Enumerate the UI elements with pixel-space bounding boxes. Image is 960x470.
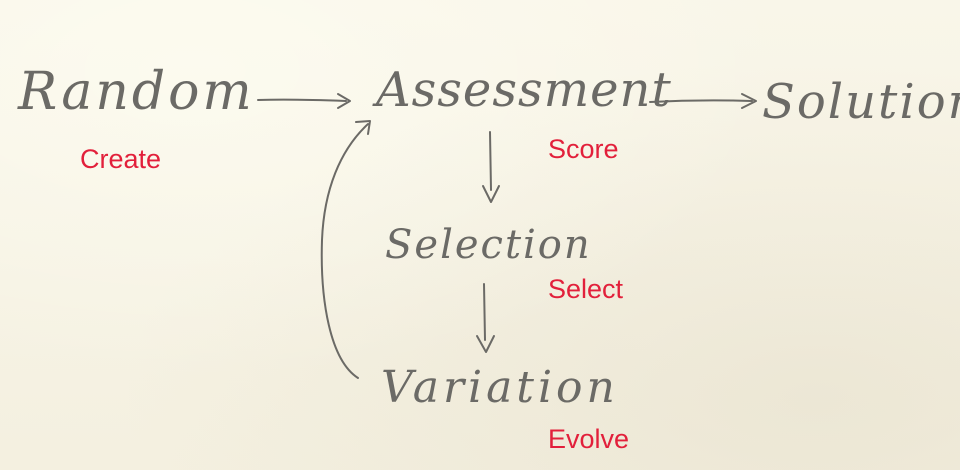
label-create: Create: [80, 144, 162, 174]
node-assessment: Assessment: [376, 62, 672, 118]
label-score: Score: [548, 134, 619, 164]
node-selection: Selection: [385, 222, 592, 268]
arrowhead-variation-loop: [355, 120, 371, 135]
node-solution: Solution: [762, 74, 960, 130]
arrowhead-random-to-assessment: [337, 93, 351, 109]
label-evolve: Evolve: [548, 424, 630, 454]
arrowhead-assessment-to-solution: [741, 93, 757, 109]
arrowhead-selection-to-variation: [476, 335, 495, 353]
arrow-variation-loop: [320, 123, 369, 379]
node-variation: Variation: [381, 362, 619, 413]
arrow-assessment-to-selection: [489, 131, 492, 191]
arrow-selection-to-variation: [483, 283, 486, 341]
label-select: Select: [548, 274, 624, 304]
arrow-random-to-assessment: [257, 98, 347, 102]
arrowhead-assessment-to-selection: [482, 185, 500, 203]
node-random: Random: [18, 62, 255, 122]
arrow-assessment-to-solution: [649, 99, 753, 103]
